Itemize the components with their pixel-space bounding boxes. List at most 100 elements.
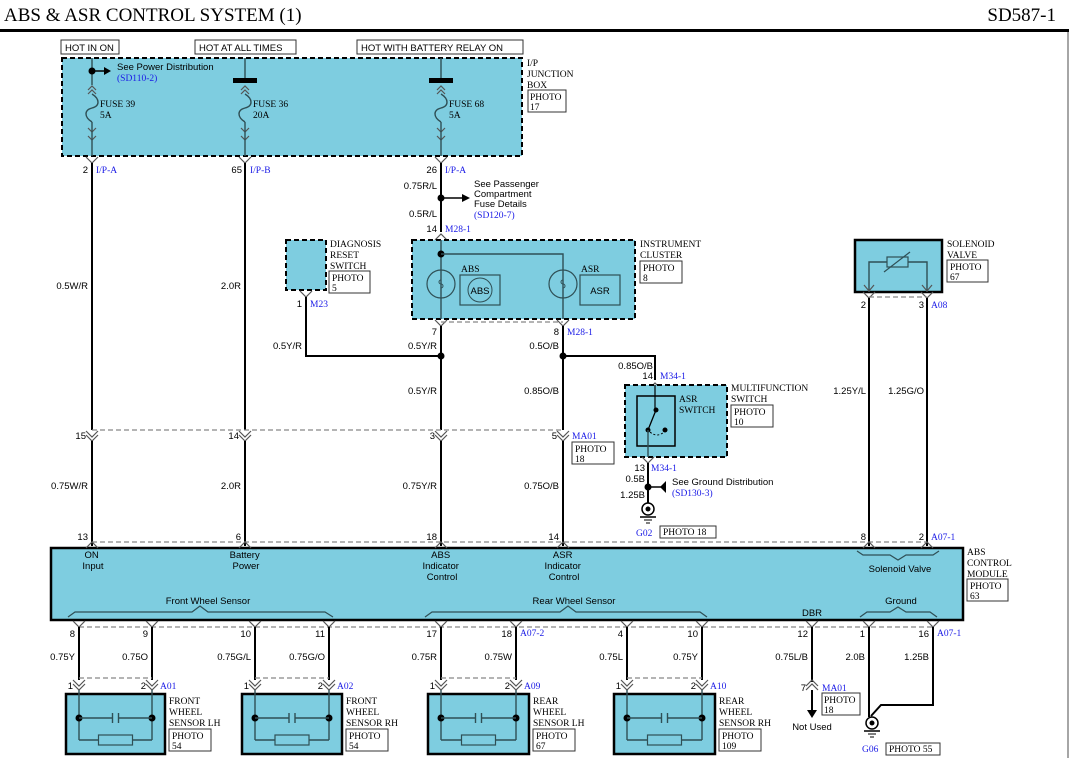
svg-text:Ground: Ground bbox=[885, 596, 917, 607]
ref-link-sd120-7[interactable]: (SD120-7) bbox=[474, 210, 515, 221]
connector-chevron bbox=[248, 620, 262, 628]
svg-text:FUSE 39: FUSE 39 bbox=[100, 100, 135, 110]
svg-text:0.75R/L: 0.75R/L bbox=[404, 181, 437, 192]
svg-text:14: 14 bbox=[426, 224, 437, 235]
wire-1.25b bbox=[870, 634, 934, 717]
sensor-connector[interactable]: A09 bbox=[524, 682, 541, 692]
photo-ref-g06[interactable]: PHOTO 55 bbox=[885, 742, 941, 756]
svg-text:18: 18 bbox=[426, 532, 437, 543]
pin-number: 2 bbox=[691, 681, 696, 692]
connector-a08[interactable]: A08 bbox=[931, 301, 948, 311]
svg-text:3: 3 bbox=[919, 300, 924, 311]
svg-text:0.5Y/R: 0.5Y/R bbox=[273, 341, 302, 352]
pin-number: 18 bbox=[501, 629, 512, 640]
connector-m28-1-in[interactable]: M28-1 bbox=[445, 225, 471, 235]
svg-text:ASR Indicator Cont: ASR Indicator Control bbox=[544, 550, 583, 583]
svg-text:HOT AT ALL TIMES: HOT AT ALL TIMES bbox=[199, 43, 282, 54]
svg-text:FUSE 68: FUSE 68 bbox=[449, 100, 484, 110]
svg-text:5: 5 bbox=[552, 431, 557, 442]
connector-m34-1-out[interactable]: M34-1 bbox=[651, 464, 677, 474]
wire-spec: 0.75W bbox=[485, 652, 512, 663]
asr-switch[interactable] bbox=[636, 395, 676, 447]
svg-text:DIAGNOSIS RESET SW: DIAGNOSIS RESET SWITCH bbox=[330, 240, 384, 272]
connector-a07-2[interactable]: A07-2 bbox=[520, 629, 545, 639]
sensor-connector[interactable]: A10 bbox=[710, 682, 727, 692]
svg-text:65: 65 bbox=[231, 165, 242, 176]
ref-link-sd130-3[interactable]: (SD130-3) bbox=[672, 488, 713, 499]
pin-number: 17 bbox=[426, 629, 437, 640]
wire-spec: 0.75R bbox=[412, 652, 437, 663]
connector-ma01-dbr[interactable]: MA01 bbox=[822, 684, 847, 694]
svg-text:0.5B: 0.5B bbox=[625, 474, 645, 485]
connector-a07-1-top-label[interactable]: A07-1 bbox=[931, 533, 956, 543]
svg-text:INSTRUMENT CLUSTER: INSTRUMENT CLUSTER bbox=[640, 240, 703, 261]
ground-g02[interactable]: G02 bbox=[636, 529, 653, 539]
photo-ref-g02[interactable]: PHOTO 18 bbox=[659, 525, 717, 539]
svg-text:See Power Distribution: See Power Distribution bbox=[117, 62, 214, 73]
svg-text:6: 6 bbox=[236, 532, 241, 543]
svg-text:DBR: DBR bbox=[802, 608, 822, 619]
svg-text:0.85O/B: 0.85O/B bbox=[618, 361, 653, 372]
connector-chevron bbox=[805, 620, 819, 628]
svg-text:1.25G/O: 1.25G/O bbox=[888, 386, 924, 397]
svg-text:PHOTO 55: PHOTO 55 bbox=[889, 745, 933, 755]
svg-text:2: 2 bbox=[83, 165, 88, 176]
svg-text:ASR SWITCH: ASR SWITCH bbox=[679, 395, 716, 416]
pin-number: 8 bbox=[70, 629, 75, 640]
arrow-icon bbox=[462, 194, 470, 202]
svg-text:8: 8 bbox=[861, 532, 866, 543]
connector-m28-1-out[interactable]: M28-1 bbox=[567, 328, 593, 338]
svg-text:HOT WITH BATTERY RELAY ON: HOT WITH BATTERY RELAY ON bbox=[361, 43, 503, 54]
pin-number: 10 bbox=[687, 629, 698, 640]
connector-chevron bbox=[620, 620, 634, 628]
connector-a07-1-bottom[interactable]: A07-1 bbox=[937, 629, 962, 639]
pin-number: 1 bbox=[244, 681, 249, 692]
connector-chevron bbox=[926, 620, 940, 628]
svg-text:5A: 5A bbox=[100, 111, 112, 121]
abs-control-module[interactable]: ON Input Battery Power ABS Indicator Con… bbox=[49, 541, 1014, 622]
wire-spec: 0.75Y bbox=[673, 652, 698, 663]
connector-ip-b[interactable]: I/P-B bbox=[250, 166, 271, 176]
ref-link-sd110-2[interactable]: (SD110-2) bbox=[117, 73, 157, 84]
wire-0.85o-b bbox=[563, 355, 656, 380]
connector-ip-a-26[interactable]: I/P-A bbox=[445, 166, 466, 176]
connector-ip-a[interactable]: I/P-A bbox=[96, 166, 117, 176]
svg-text:SOLENOID VALVE: SOLENOID VALVE bbox=[947, 240, 997, 261]
sensor-connector[interactable]: A02 bbox=[337, 682, 354, 692]
ground-g06[interactable]: G06 bbox=[862, 745, 879, 755]
connector-ma01-label[interactable]: MA01 bbox=[572, 432, 597, 442]
connector-m23[interactable]: M23 bbox=[310, 300, 328, 310]
connector-m34-1-in[interactable]: M34-1 bbox=[660, 372, 686, 382]
svg-text:2: 2 bbox=[861, 300, 866, 311]
instrument-cluster[interactable]: ABS ABS ASR ASR INSTRUMENT CLUSTER PHOTO… bbox=[411, 239, 703, 320]
connector-chevron bbox=[145, 620, 159, 628]
sensor-connector[interactable]: A01 bbox=[160, 682, 177, 692]
svg-text:7: 7 bbox=[801, 683, 806, 694]
